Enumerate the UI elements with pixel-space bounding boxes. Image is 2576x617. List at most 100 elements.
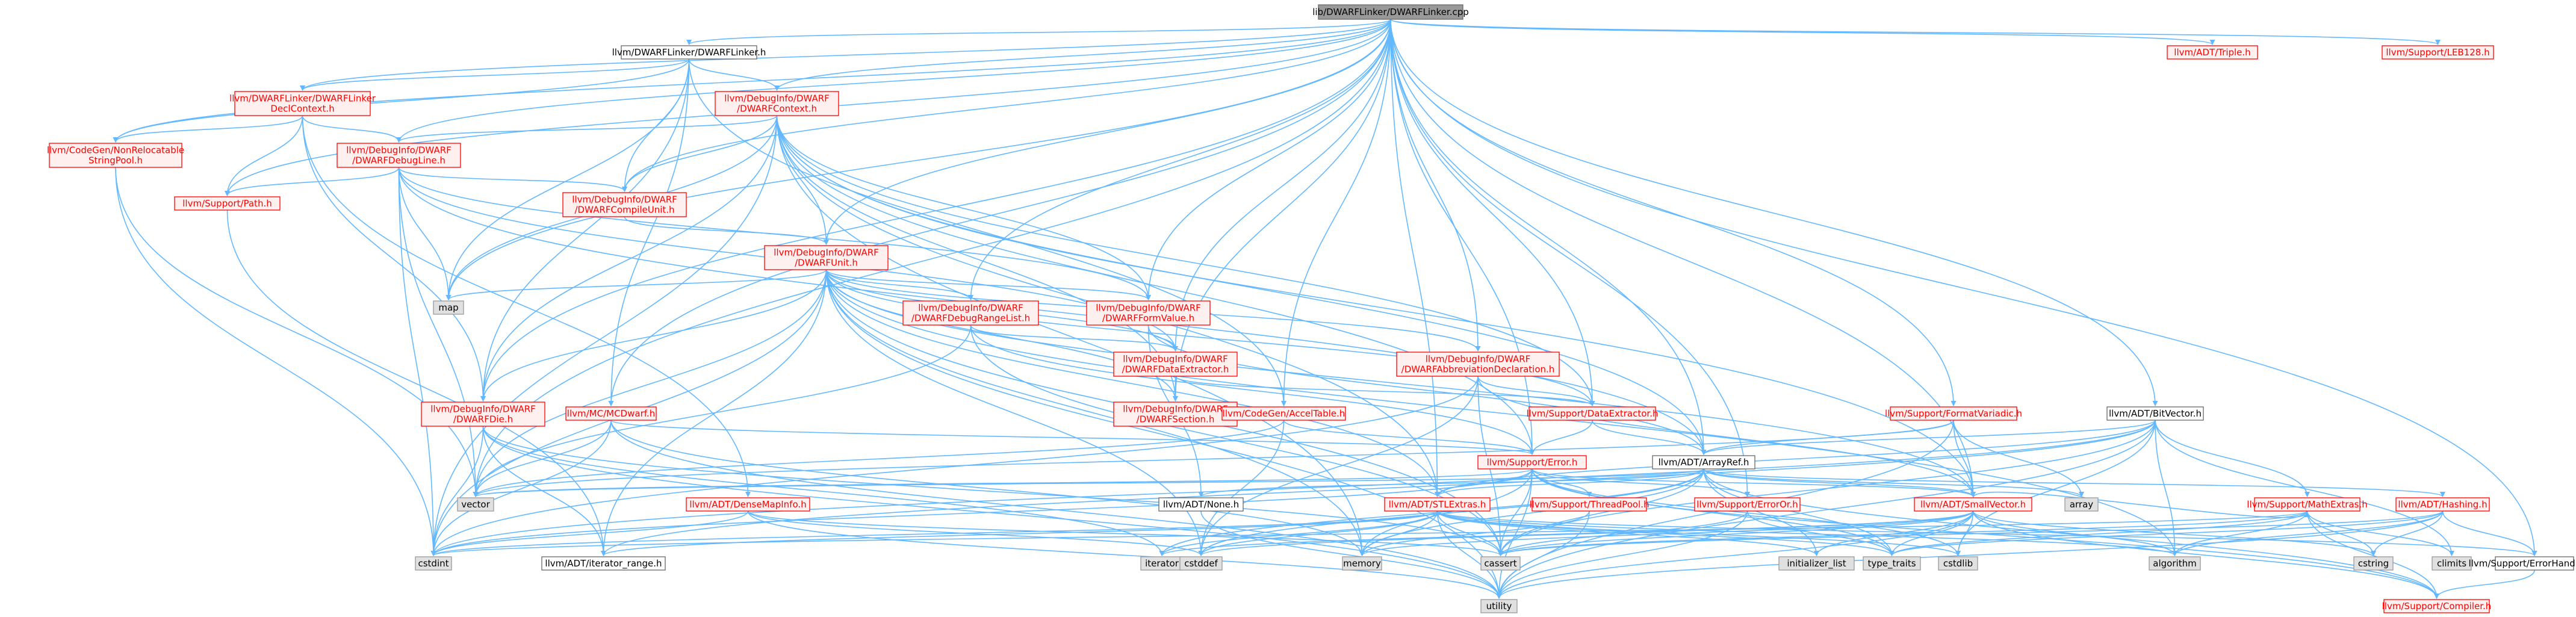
node-label: climits: [2437, 558, 2466, 569]
node-section[interactable]: llvm/DebugInfo/DWARF/DWARFSection.h: [1113, 402, 1238, 427]
edge-acceltable-to-vector: [473, 420, 1285, 497]
edge-mathextras-to-cassert: [1498, 510, 2308, 556]
edge-root-to-section: [1173, 19, 1391, 402]
node-layer: lib/DWARFLinker/DWARFLinker.cppllvm/DWAR…: [47, 4, 2576, 613]
node-arrayref[interactable]: llvm/ADT/ArrayRef.h: [1652, 455, 1755, 470]
node-abbrevdecl[interactable]: llvm/DebugInfo/DWARF/DWARFAbbreviationDe…: [1396, 352, 1560, 377]
node-label: /DWARFUnit.h: [795, 258, 858, 268]
node-dwarfdie[interactable]: llvm/DebugInfo/DWARF/DWARFDie.h: [421, 402, 545, 427]
node-rangelist[interactable]: llvm/DebugInfo/DWARF/DWARFDebugRangeList…: [902, 300, 1039, 326]
edge-dwarfunit-to-formvalue: [825, 269, 1151, 300]
node-hashing[interactable]: llvm/ADT/Hashing.h: [2395, 497, 2490, 512]
node-dataextractor_dw[interactable]: llvm/DebugInfo/DWARF/DWARFDataExtractor.…: [1113, 352, 1238, 377]
node-label: llvm/CodeGen/NonRelocatable: [47, 145, 184, 156]
edge-error-to-cstdlib: [1532, 468, 1961, 556]
node-label: StringPool.h: [88, 155, 143, 166]
edge-debugline-to-compileunit: [398, 167, 627, 192]
edge-error-to-smallvector: [1532, 468, 1976, 497]
node-map: map: [433, 300, 464, 315]
edge-dwarfcontext-to-section: [776, 115, 1178, 402]
edge-root-to-arrayref: [1390, 19, 1707, 455]
node-box: [1652, 455, 1755, 470]
node-smallvector[interactable]: llvm/ADT/SmallVector.h: [1914, 497, 2032, 512]
edge-root-to-debugline: [396, 19, 1391, 143]
node-memory: memory: [1342, 556, 1382, 571]
edge-compileunit-to-dwarfunit: [624, 216, 829, 245]
node-formatvariadic[interactable]: llvm/Support/FormatVariadic.h: [1885, 406, 2022, 421]
node-stlextras[interactable]: llvm/ADT/STLExtras.h: [1384, 497, 1491, 512]
node-box: [1342, 556, 1382, 571]
node-dwarfcontext[interactable]: llvm/DebugInfo/DWARF/DWARFContext.h: [715, 91, 839, 116]
node-path[interactable]: llvm/Support/Path.h: [174, 196, 281, 211]
node-iterator: iterator: [1140, 556, 1184, 571]
edge-adtnone-to-utility: [1200, 510, 1502, 599]
node-label: llvm/Support/ErrorHandling.h: [2469, 558, 2576, 569]
edge-bitvector-to-mathextras: [2155, 420, 2310, 497]
node-dwarflinker_h[interactable]: llvm/DWARFLinker/DWARFLinker.h: [612, 45, 766, 60]
node-declctx[interactable]: llvm/DWARFLinker/DWARFLinkerDeclContext.…: [229, 91, 376, 116]
node-label: map: [438, 302, 458, 313]
node-cstring: cstring: [2353, 556, 2394, 571]
node-box: [234, 91, 371, 116]
node-erroror[interactable]: llvm/Support/ErrorOr.h: [1694, 497, 1801, 512]
edge-acceltable-to-error: [1283, 420, 1535, 455]
node-label: llvm/DebugInfo/DWARF: [430, 404, 536, 415]
edge-stlextras-to-cstddef: [1198, 510, 1438, 556]
node-label: llvm/ADT/Triple.h: [2174, 47, 2250, 58]
node-algorithm: algorithm: [2149, 556, 2201, 571]
node-formvalue[interactable]: llvm/DebugInfo/DWARF/DWARFFormValue.h: [1086, 300, 1211, 326]
node-adtnone[interactable]: llvm/ADT/None.h: [1158, 497, 1244, 512]
node-bitvector[interactable]: llvm/ADT/BitVector.h: [2106, 406, 2204, 421]
edge-dwarfcontext-to-cstdint: [430, 115, 778, 556]
node-box: [1529, 406, 1656, 421]
edge-errorhandling-to-compiler: [2434, 569, 2535, 599]
edge-threadpool-to-utility: [1496, 510, 1590, 599]
edge-dwarflinker_h-to-map: [445, 58, 690, 300]
edge-hashing-to-algorithm: [2172, 510, 2444, 556]
node-dataextractor[interactable]: llvm/Support/DataExtractor.h: [1526, 406, 1659, 421]
node-box: [2395, 497, 2490, 512]
node-acceltable[interactable]: llvm/CodeGen/AccelTable.h: [1221, 406, 1346, 421]
node-mcdwarf[interactable]: llvm/MC/MCDwarf.h: [565, 406, 657, 421]
node-mathextras[interactable]: llvm/Support/MathExtras.h: [2247, 497, 2368, 512]
node-label: llvm/DebugInfo/DWARF: [1123, 404, 1228, 415]
edge-abbrevdecl-to-dataextractor: [1477, 376, 1595, 406]
edge-arrayref-to-vector: [473, 468, 1704, 497]
edge-bitvector-to-cstdlib: [1955, 420, 2156, 556]
node-errorhandling[interactable]: llvm/Support/ErrorHandling.h: [2469, 556, 2576, 571]
node-box: [1532, 497, 1647, 512]
node-debugline[interactable]: llvm/DebugInfo/DWARF/DWARFDebugLine.h: [337, 143, 461, 168]
node-triple[interactable]: llvm/ADT/Triple.h: [2167, 45, 2258, 60]
edge-root-to-dataextractor_dw: [1173, 19, 1391, 352]
edge-dataextractor-to-error: [1529, 420, 1593, 455]
edge-smallvector-to-type_traits: [1889, 510, 1974, 556]
edge-hashing-to-type_traits: [1889, 510, 2444, 556]
edge-root-to-map: [445, 19, 1391, 300]
node-iterator_range[interactable]: llvm/ADT/iterator_range.h: [541, 556, 666, 571]
edge-mcdwarf-to-memory: [610, 420, 1365, 556]
node-label: llvm/DebugInfo/DWARF: [724, 93, 830, 104]
node-label: /DWARFDebugLine.h: [352, 155, 445, 166]
node-leb128[interactable]: llvm/Support/LEB128.h: [2382, 45, 2494, 60]
node-error[interactable]: llvm/Support/Error.h: [1477, 455, 1587, 470]
edge-mathextras-to-cstdint: [431, 510, 2308, 556]
node-box: [565, 406, 657, 421]
edge-stlextras-to-cassert: [1436, 510, 1503, 556]
edge-bitvector-to-iterator_range: [601, 420, 2156, 556]
node-densemapinfo[interactable]: llvm/ADT/DenseMapInfo.h: [686, 497, 810, 512]
node-compileunit[interactable]: llvm/DebugInfo/DWARF/DWARFCompileUnit.h: [562, 192, 687, 217]
edge-stlextras-to-type_traits: [1436, 510, 1895, 556]
node-box: [1396, 352, 1560, 377]
node-compiler[interactable]: llvm/Support/Compiler.h: [2382, 599, 2492, 613]
edge-bitvector-to-utility: [1496, 420, 2156, 599]
node-threadpool[interactable]: llvm/Support/ThreadPool.h: [1530, 497, 1650, 512]
node-dwarfunit[interactable]: llvm/DebugInfo/DWARF/DWARFUnit.h: [764, 245, 889, 270]
edge-bitvector-to-cassert: [1498, 420, 2156, 556]
edge-dataextractor-to-arrayref: [1592, 420, 1707, 455]
edge-dwarfdie-to-cstdint: [430, 426, 484, 556]
edge-acceltable-to-cstddef: [1198, 420, 1285, 556]
edge-root-to-rangelist: [968, 19, 1391, 300]
edge-hashing-to-errorhandling: [2442, 510, 2537, 556]
node-label: llvm/DebugInfo/DWARF: [1123, 354, 1228, 365]
